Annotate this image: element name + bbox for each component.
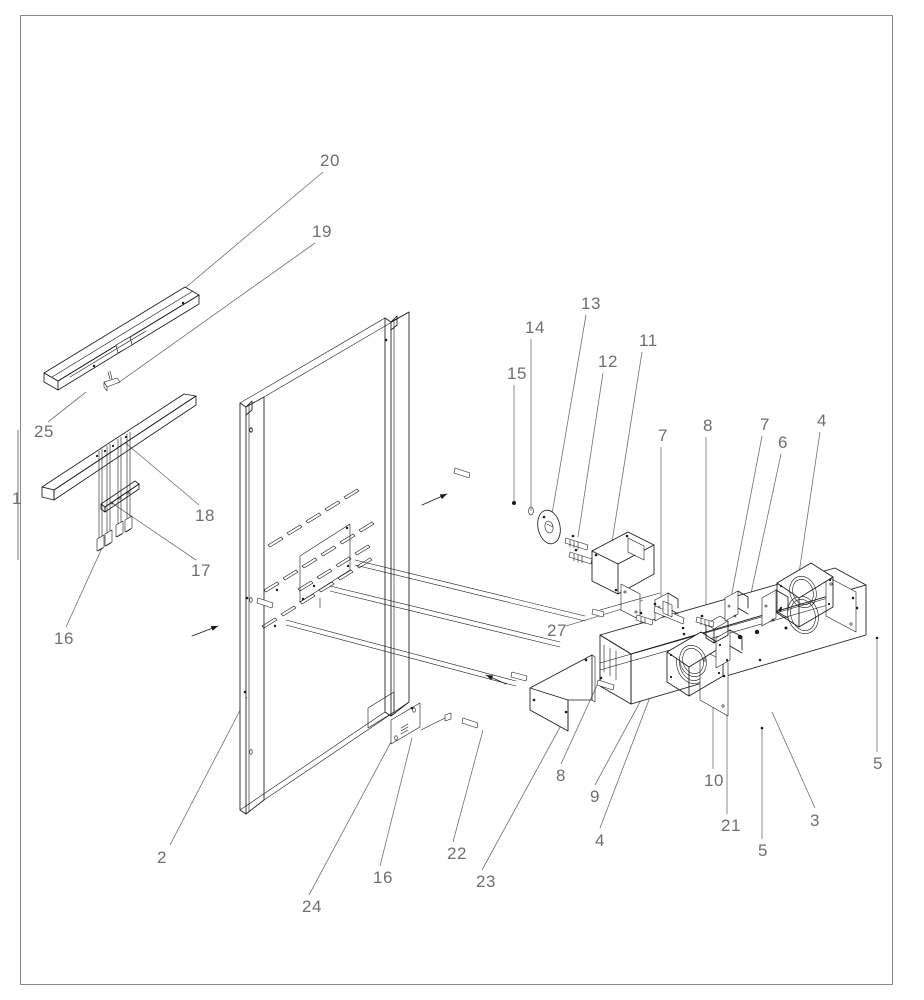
extent-markers (17, 430, 507, 685)
part-11-gearbox-body (591, 531, 655, 621)
part-5-end-plates (699, 575, 879, 730)
callout-label-20: 20 (320, 151, 340, 170)
part-19-clip (103, 370, 121, 392)
callout-label-13: 13 (581, 294, 601, 313)
callout-label-25: 25 (34, 422, 54, 441)
panel-inner-plate (299, 523, 351, 609)
callout-label-4b: 4 (595, 831, 605, 850)
leader-lines (17, 171, 878, 896)
callout-label-12: 12 (598, 352, 618, 371)
part-6-angle-bracket (761, 589, 789, 627)
callout-label-18: 18 (195, 506, 215, 525)
drawing-frame-border (20, 15, 893, 985)
part-2-side-panel (239, 311, 410, 815)
part-17-strap-plate (100, 480, 140, 513)
callout-label-5b: 5 (758, 841, 768, 860)
callout-label-16a: 16 (54, 629, 74, 648)
callout-label-2: 2 (157, 848, 167, 867)
callout-label-23: 23 (476, 872, 496, 891)
part-9-shaft-pin (653, 600, 685, 630)
panel-slot-rows (261, 488, 375, 629)
part-24-hinge-bracket (367, 691, 452, 745)
part-18-top-rail (41, 393, 197, 501)
callout-label-10: 10 (704, 771, 724, 790)
part-20-channel-track (43, 286, 200, 391)
callout-label-11: 11 (639, 331, 658, 350)
part-13-pulley (537, 509, 561, 545)
part-14-washer (528, 506, 534, 516)
callout-label-27: 27 (547, 621, 567, 640)
callout-label-8a: 8 (703, 416, 713, 435)
part-16-hex-bolts (96, 431, 133, 552)
part-12-drive-shaft (564, 534, 593, 565)
part-8-fasteners (596, 611, 715, 691)
callout-label-17: 17 (191, 561, 211, 580)
part-27-guide-rail (591, 592, 661, 618)
callout-label-15: 15 (507, 364, 527, 383)
callout-label-7b: 7 (760, 415, 770, 434)
callout-label-21: 21 (721, 816, 741, 835)
part-23-cover-panel (529, 654, 596, 732)
callout-label-4a: 4 (817, 411, 827, 430)
callout-label-5a: 5 (873, 754, 883, 773)
part-22-tie-rods (256, 467, 586, 729)
callout-label-19: 19 (312, 222, 332, 241)
callout-label-14: 14 (525, 318, 545, 337)
callout-label-7a: 7 (658, 426, 668, 445)
callout-label-8b: 8 (556, 766, 566, 785)
part-15-retaining-pin (512, 501, 516, 505)
callout-label-16b: 16 (373, 868, 393, 887)
callout-label-6: 6 (778, 433, 788, 452)
callout-label-24: 24 (302, 897, 322, 916)
callout-label-3: 3 (810, 811, 820, 830)
callout-label-1: 1 (12, 489, 22, 508)
callout-label-22: 22 (447, 844, 467, 863)
callout-label-9: 9 (590, 787, 600, 806)
